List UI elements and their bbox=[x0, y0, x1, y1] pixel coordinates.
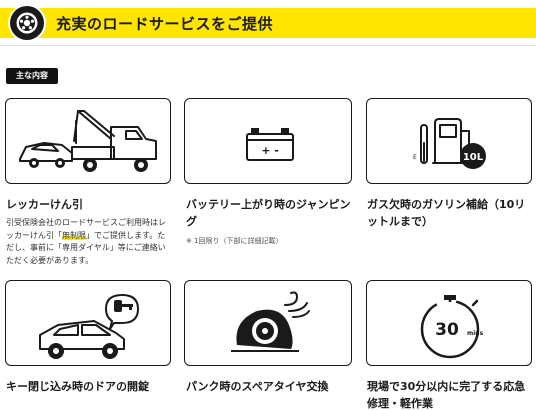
flat-tire-icon bbox=[231, 291, 310, 352]
service-card-tow bbox=[5, 98, 171, 184]
service-note-battery: ※ 1回限り（下部に詳細記載） bbox=[186, 237, 283, 245]
service-card-tire bbox=[184, 280, 352, 366]
unlimited-highlight: 無制限 bbox=[62, 230, 86, 240]
car-key-icon bbox=[39, 294, 139, 359]
stopwatch-icon: 30 mins bbox=[420, 295, 484, 359]
page-header: 充実のロードサービスをご提供 bbox=[0, 0, 536, 50]
section-badge: 主な内容 bbox=[6, 68, 58, 84]
tow-truck-icon bbox=[19, 110, 157, 172]
page-title: 充実のロードサービスをご提供 bbox=[56, 15, 274, 33]
service-card-fuel: E 10L bbox=[366, 98, 532, 184]
header-bar bbox=[0, 8, 536, 38]
service-title-fuel: ガス欠時のガソリン補給（10リットルまで） bbox=[367, 198, 526, 228]
timer-unit: mins bbox=[467, 330, 484, 337]
service-title-tow: レッカーけん引 bbox=[6, 198, 83, 211]
fuel-pump-icon: E 10L bbox=[413, 118, 486, 169]
header-divider bbox=[0, 45, 536, 46]
fuel-amount-label: 10L bbox=[463, 152, 484, 163]
service-title-battery: バッテリー上がり時のジャンピング bbox=[186, 198, 351, 228]
service-title-tire: パンク時のスペアタイヤ交換 bbox=[186, 380, 329, 393]
battery-symbols: + - bbox=[261, 144, 279, 157]
battery-icon: + - bbox=[246, 128, 294, 161]
service-card-repair: 30 mins bbox=[366, 280, 532, 366]
fuel-gauge-label: E bbox=[413, 154, 417, 161]
service-description-tow: 引受保険会社のロードサービスご利用時はレッカーけん引「無制限」でご提供します。た… bbox=[6, 218, 166, 265]
service-card-key bbox=[5, 280, 171, 366]
wheel-icon bbox=[8, 4, 46, 42]
service-title-repair: 現場で30分以内に完了する応急修理・軽作業 bbox=[367, 380, 526, 410]
service-title-key: キー閉じ込み時のドアの開錠 bbox=[6, 380, 149, 393]
timer-value: 30 bbox=[435, 320, 459, 340]
service-card-battery: + - bbox=[184, 98, 352, 184]
